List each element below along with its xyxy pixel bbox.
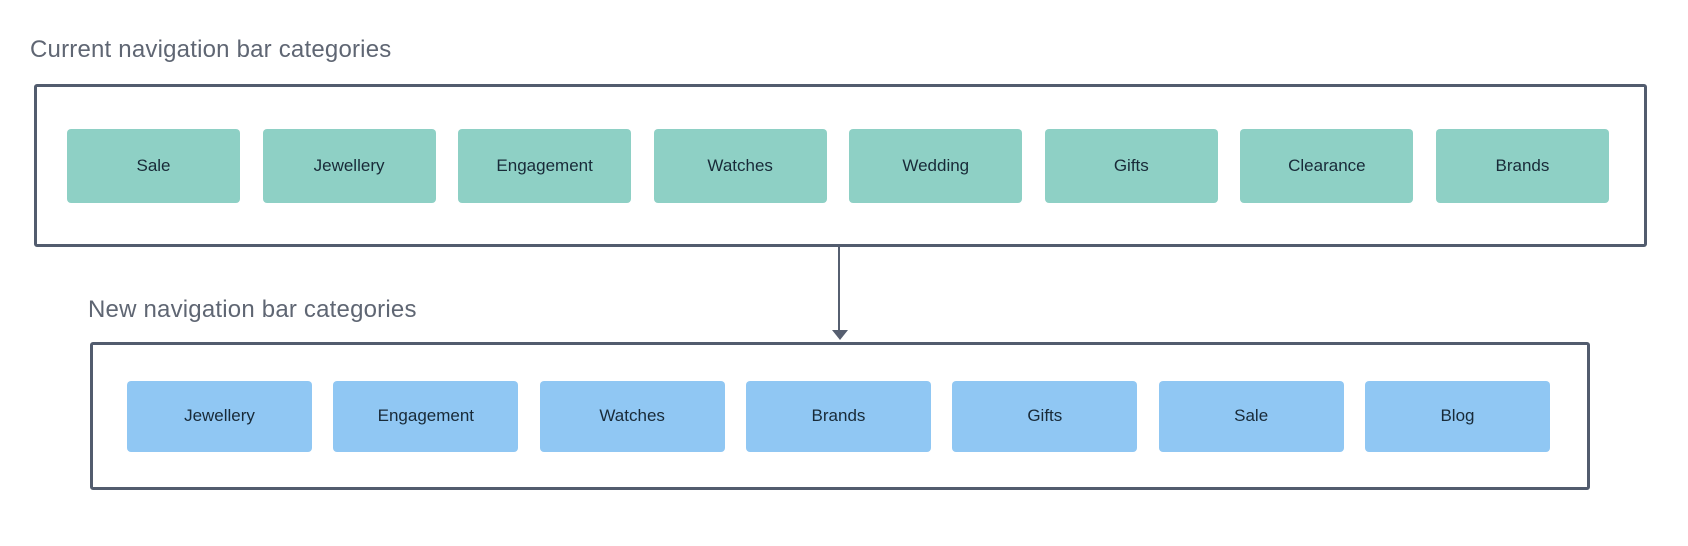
current-category-box[interactable]: Clearance [1240, 128, 1414, 203]
current-category-box[interactable]: Jewellery [262, 128, 436, 203]
new-category-box[interactable]: Blog [1364, 380, 1550, 452]
new-category-box[interactable]: Watches [539, 380, 725, 452]
current-category-box[interactable]: Watches [653, 128, 827, 203]
current-category-box[interactable]: Gifts [1044, 128, 1218, 203]
current-section-title: Current navigation bar categories [30, 36, 392, 63]
new-category-box[interactable]: Sale [1158, 380, 1344, 452]
current-categories-container: Sale Jewellery Engagement Watches Wedding Gif… [34, 84, 1647, 247]
current-category-box[interactable]: Sale [67, 128, 240, 203]
new-category-box[interactable]: Engagement [333, 380, 519, 452]
new-category-box[interactable]: Brands [745, 380, 931, 452]
flow-arrow-down-icon [832, 330, 848, 340]
current-category-box[interactable]: Engagement [458, 128, 632, 203]
new-category-box[interactable]: Gifts [952, 380, 1138, 452]
new-category-box[interactable]: Jewellery [127, 380, 312, 452]
new-section-title: New navigation bar categories [88, 296, 417, 323]
flow-arrow-line [838, 247, 840, 332]
current-category-box[interactable]: Wedding [849, 128, 1023, 203]
new-categories-container: Jewellery Engagement Watches Brands Gifts Sal… [90, 342, 1590, 490]
current-category-box[interactable]: Brands [1435, 128, 1609, 203]
